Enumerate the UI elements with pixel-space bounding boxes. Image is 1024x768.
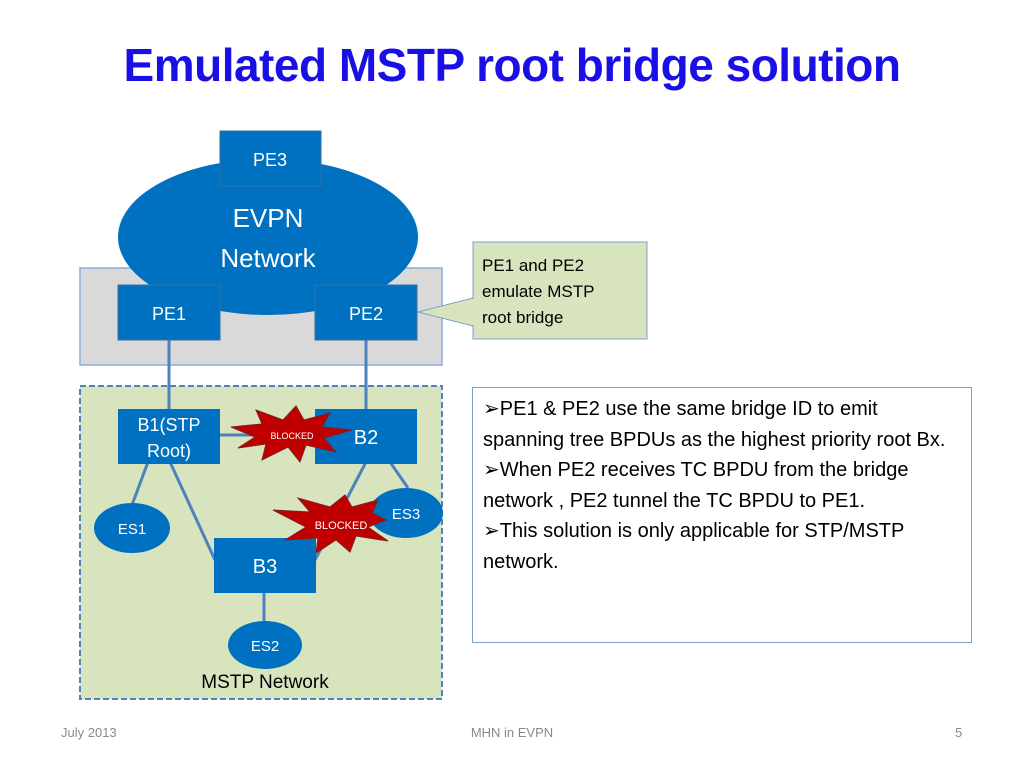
blocked-label-1: BLOCKED xyxy=(270,431,314,441)
pe2-label: PE2 xyxy=(349,304,383,324)
b1-label-line1: B1(STP xyxy=(137,415,200,435)
callout-line-1: PE1 and PE2 xyxy=(482,256,584,275)
evpn-cloud xyxy=(118,159,418,315)
footer-center: MHN in EVPN xyxy=(470,725,554,740)
pe1-node xyxy=(117,284,221,341)
footer-page-number: 5 xyxy=(955,725,963,740)
b1-node xyxy=(118,409,220,464)
slide-title: Emulated MSTP root bridge solution xyxy=(123,39,901,91)
callout-line-2: emulate MSTP xyxy=(482,282,594,301)
es1-label: ES1 xyxy=(118,521,146,538)
b2-node xyxy=(315,409,417,464)
b1-label-line2: Root) xyxy=(147,441,191,461)
footer-date: July 2013 xyxy=(61,725,117,740)
evpn-label-line1: EVPN xyxy=(233,203,304,233)
es1-node xyxy=(94,503,170,553)
link-b1-b3 xyxy=(168,461,217,561)
es2-node xyxy=(228,621,302,669)
evpn-label-line2: Network xyxy=(220,243,316,273)
pe3-node xyxy=(219,130,322,187)
bullet-item: ➢When PE2 receives TC BPDU from the brid… xyxy=(483,459,909,512)
link-b2-es3 xyxy=(388,461,410,489)
pe2-node xyxy=(314,284,418,341)
b2-label: B2 xyxy=(354,427,378,449)
blocked-burst-icon xyxy=(230,405,353,464)
mstp-network-label: MSTP Network xyxy=(201,672,329,693)
bullet-item: ➢PE1 & PE2 use the same bridge ID to emi… xyxy=(483,398,946,451)
b3-node xyxy=(214,538,316,593)
es2-label: ES2 xyxy=(251,638,279,655)
es3-node xyxy=(369,488,443,538)
callout-box xyxy=(472,241,648,340)
bullet-item: ➢This solution is only applicable for ST… xyxy=(483,520,905,573)
blocked-label-2: BLOCKED xyxy=(315,520,368,532)
bullet-list: ➢PE1 & PE2 use the same bridge ID to emi… xyxy=(472,387,972,643)
callout-line-3: root bridge xyxy=(482,308,563,327)
b3-label: B3 xyxy=(253,556,277,578)
blocked-burst-icon xyxy=(272,494,389,555)
link-b1-es1 xyxy=(130,461,150,506)
pe1-label: PE1 xyxy=(152,304,186,324)
es3-label: ES3 xyxy=(392,506,420,523)
pe3-label: PE3 xyxy=(253,150,287,170)
